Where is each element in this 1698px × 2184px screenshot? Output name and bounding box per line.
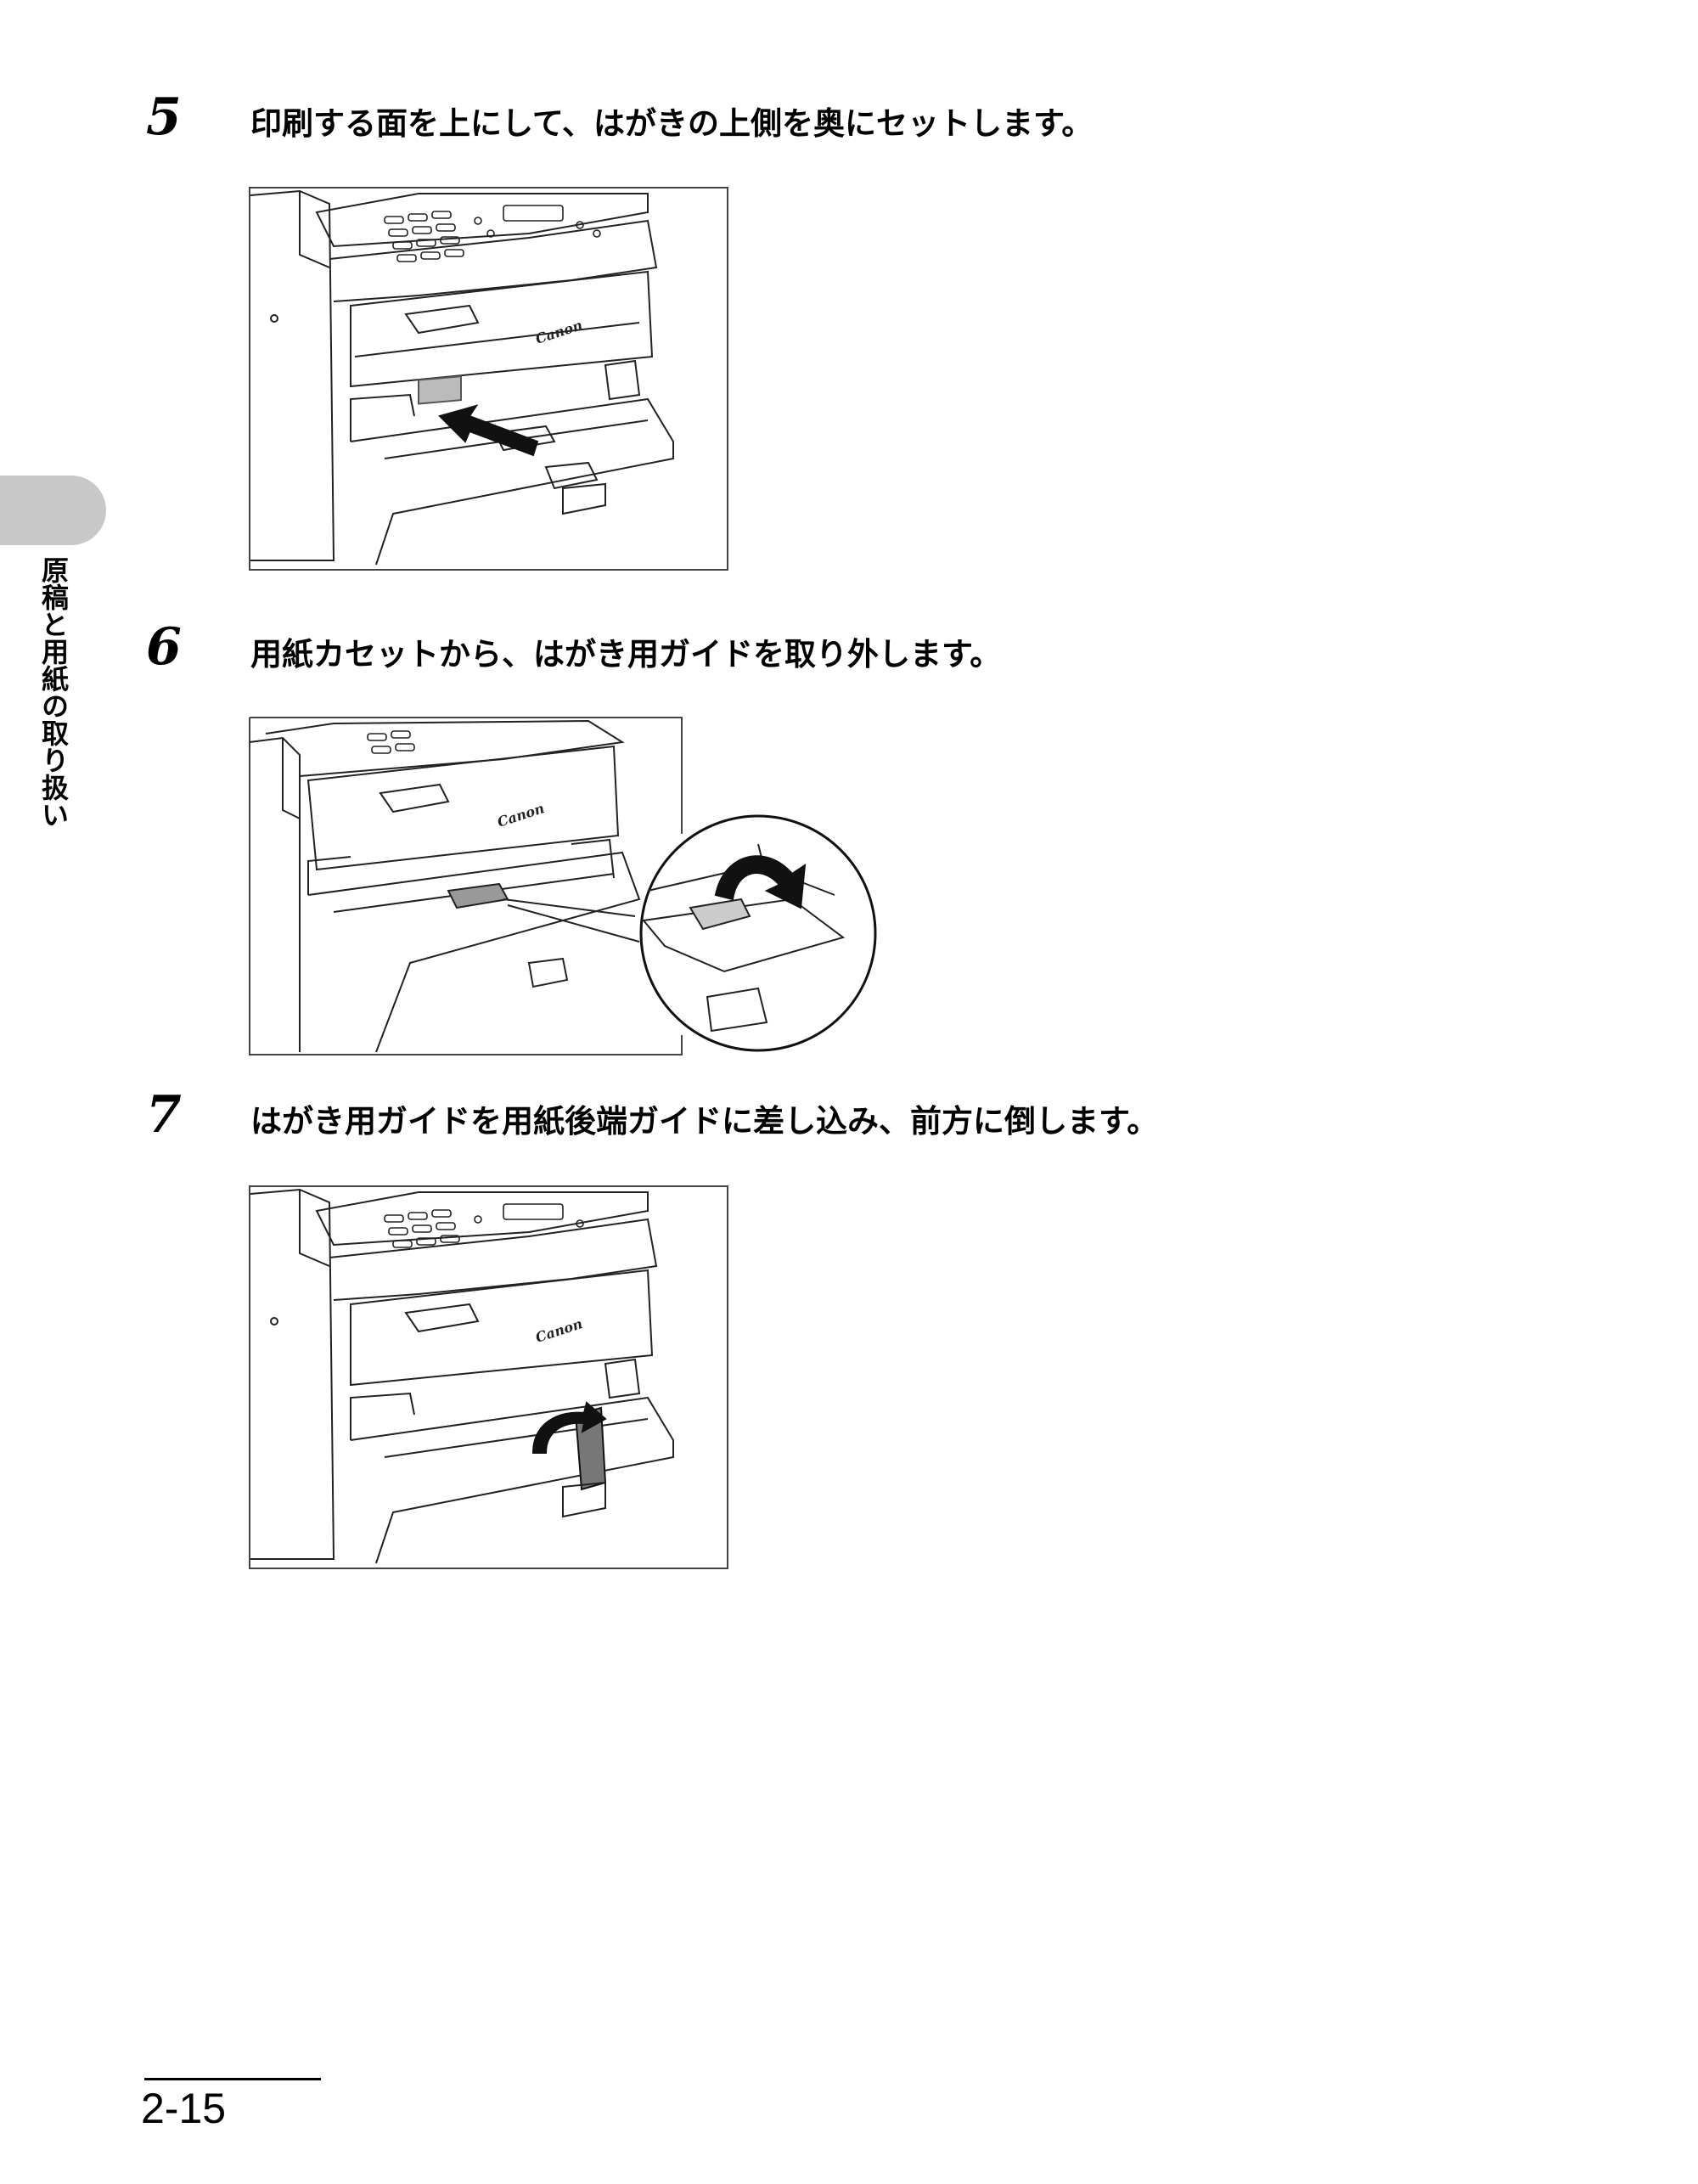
step-5-illustration: Canon (249, 187, 728, 571)
step-7-illustration: Canon (249, 1185, 728, 1569)
step-7-brand-logo: Canon (533, 1315, 584, 1346)
page-number: 2-15 (141, 2085, 227, 2132)
step-7-text: はがき用ガイドを用紙後端ガイドに差し込み、前方に倒します。 (250, 1103, 1159, 1140)
step-5-brand-logo: Canon (533, 317, 584, 347)
step-5-text: 印刷する面を上にして、はがきの上側を奥にセットします。 (250, 105, 1094, 142)
chapter-tab (0, 476, 106, 545)
step-6-number: 6 (146, 617, 182, 677)
step-5-number: 5 (146, 87, 182, 147)
step-7-number: 7 (146, 1085, 182, 1145)
step-6-illustration: Canon (249, 717, 877, 1056)
chapter-label: 原稿と用紙の取り扱い (37, 556, 70, 828)
step-6-text: 用紙カセットから、はがき用ガイドを取り外します。 (250, 636, 1002, 673)
footer-rule (144, 2078, 321, 2080)
step-6-brand-logo: Canon (495, 800, 546, 830)
